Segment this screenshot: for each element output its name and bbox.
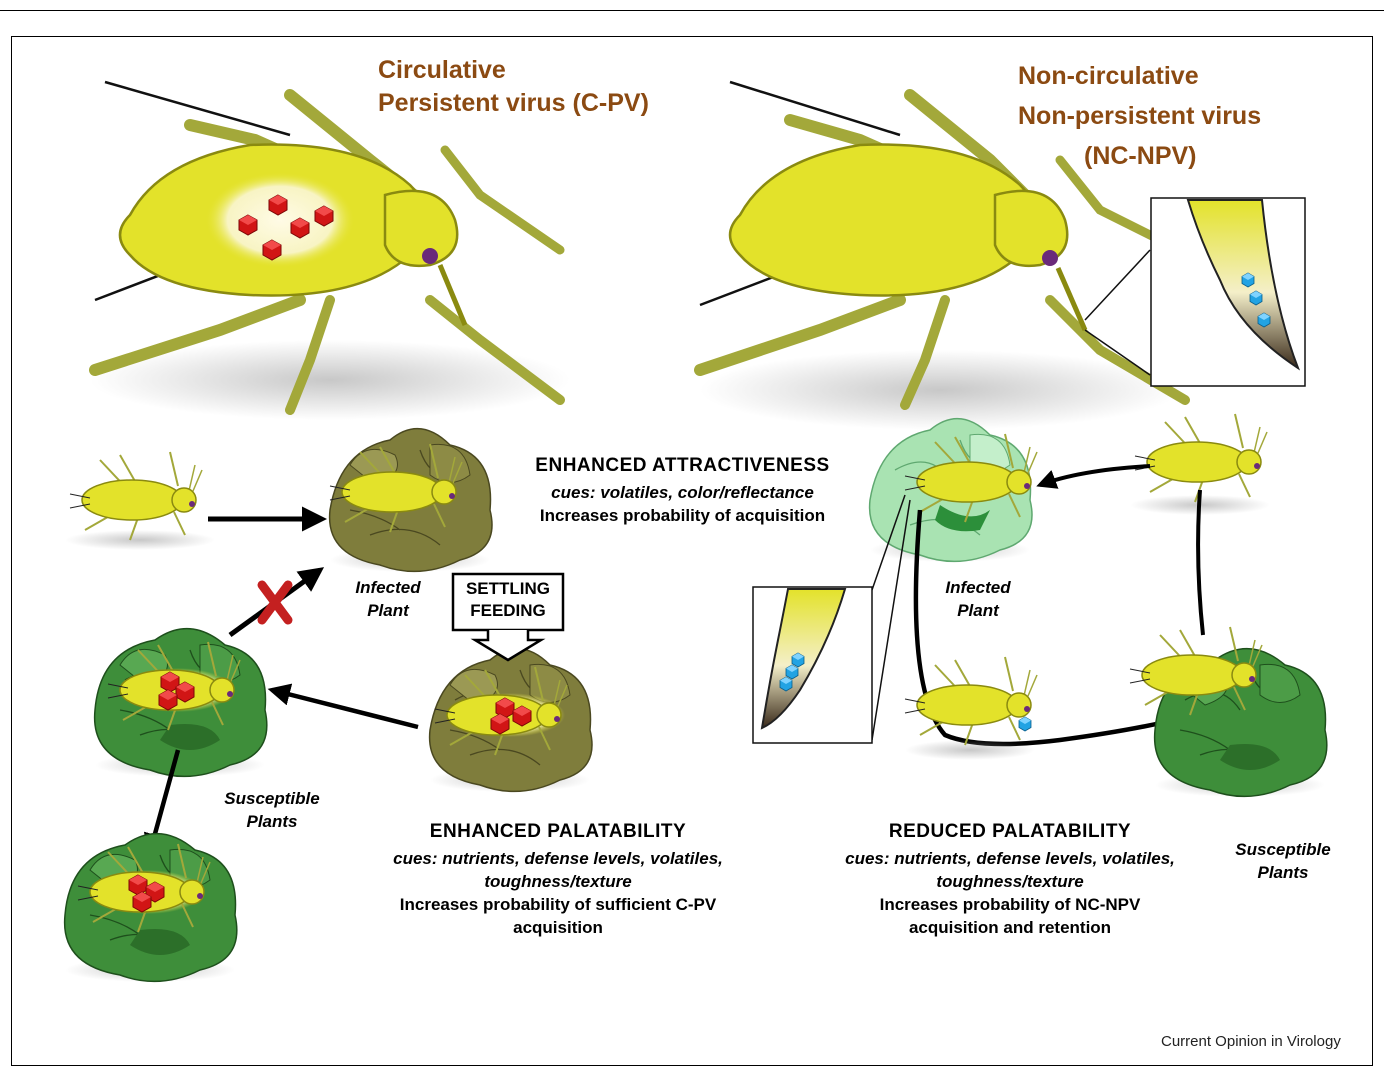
left-cycle	[63, 427, 593, 983]
right-cycle	[752, 413, 1328, 798]
ncnpv-title-line2: Non-persistent virus	[1018, 102, 1262, 130]
enhanced-palatability-cues-1: cues: nutrients, defense levels, volatil…	[393, 849, 723, 868]
large-aphid-cpv	[89, 80, 570, 420]
susceptible-left-line1: Susceptible	[224, 789, 320, 808]
large-aphid-ncnpv	[694, 80, 1190, 430]
reduced-palatability-cues-1: cues: nutrients, defense levels, volatil…	[845, 849, 1175, 868]
cpv-title-line2: Persistent virus (C-PV)	[378, 89, 649, 117]
reduced-palatability-effect-2: acquisition and retention	[908, 918, 1112, 937]
settling-feeding-box: SETTLING FEEDING	[453, 578, 563, 622]
ncnpv-title: Non-circulative Non-persistent virus (NC…	[1018, 56, 1261, 176]
stylet-inset-top	[1150, 197, 1306, 387]
ncnpv-title-line1: Non-circulative	[1018, 62, 1199, 90]
susceptible-right-line1: Susceptible	[1235, 840, 1331, 859]
susceptible-right-line2: Plants	[1257, 863, 1309, 882]
attractiveness-effect: Increases probability of acquisition	[539, 506, 826, 525]
enhanced-palatability-cues-2: toughness/texture	[484, 872, 632, 891]
attractiveness-cues: cues: volatiles, color/reflectance	[551, 483, 814, 502]
enhanced-palatability-effect-1: Increases probability of sufficient C-PV	[399, 895, 717, 914]
susceptible-plants-left-label: Susceptible Plants	[212, 787, 332, 833]
susceptible-left-line2: Plants	[246, 812, 298, 831]
attractiveness-heading: ENHANCED ATTRACTIVENESS	[535, 455, 830, 476]
reduced-palatability-effect-1: Increases probability of NC-NPV	[879, 895, 1141, 914]
attractiveness-block: ENHANCED ATTRACTIVENESS cues: volatiles,…	[500, 455, 865, 527]
infected-left-line2: Plant	[367, 601, 409, 620]
ncnpv-title-line3: (NC-NPV)	[1084, 142, 1197, 170]
enhanced-palatability-effect-2: acquisition	[513, 918, 603, 937]
infected-right-line2: Plant	[957, 601, 999, 620]
enhanced-palatability-block: ENHANCED PALATABILITY cues: nutrients, d…	[358, 821, 758, 939]
reduced-palatability-block: REDUCED PALATABILITY cues: nutrients, de…	[810, 821, 1210, 939]
journal-credit: Current Opinion in Virology	[1161, 1033, 1341, 1050]
reduced-palatability-heading: REDUCED PALATABILITY	[888, 821, 1132, 842]
infected-plant-right-label: Infected Plant	[928, 576, 1028, 622]
cpv-title-line1: Circulative	[378, 56, 506, 84]
infected-right-line1: Infected	[945, 578, 1011, 597]
reduced-palatability-cues-2: toughness/texture	[936, 872, 1084, 891]
infected-plant-left-label: Infected Plant	[338, 576, 438, 622]
feeding-label: FEEDING	[470, 601, 546, 620]
enhanced-palatability-heading: ENHANCED PALATABILITY	[429, 821, 687, 842]
cpv-title: Circulative Persistent virus (C-PV)	[378, 54, 649, 120]
figure-frame	[11, 36, 1373, 1066]
susceptible-plants-right-label: Susceptible Plants	[1222, 838, 1344, 884]
top-rule	[0, 10, 1384, 11]
infected-left-line1: Infected	[355, 578, 421, 597]
settling-label: SETTLING	[465, 579, 551, 598]
